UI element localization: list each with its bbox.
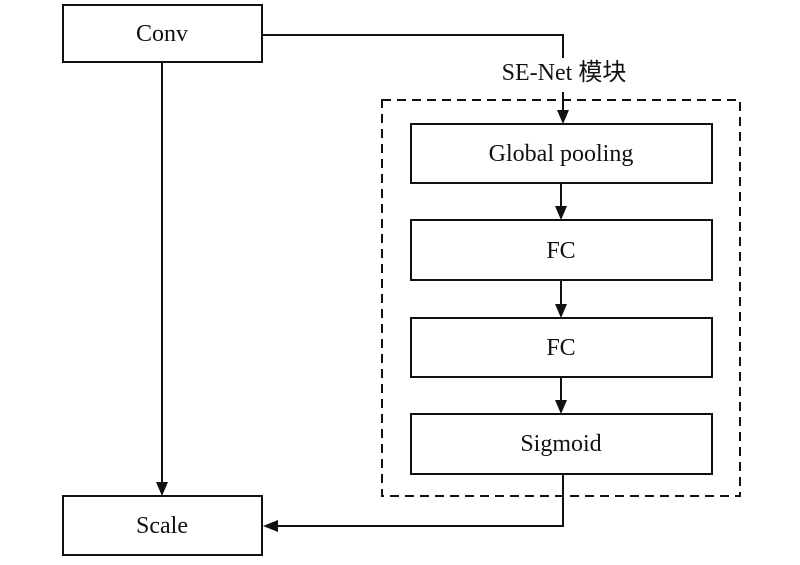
sigmoid-node: Sigmoid: [410, 413, 713, 475]
arrowhead-icon: [557, 110, 569, 124]
fc1-label: FC: [546, 238, 575, 264]
arrowhead-icon: [555, 304, 567, 318]
edge-fc2-to-sigmoid: [555, 377, 567, 414]
sigmoid-label: Sigmoid: [520, 431, 601, 457]
edge-fc1-to-fc2: [555, 280, 567, 318]
fc2-label: FC: [546, 335, 575, 361]
global-pooling-node: Global pooling: [410, 123, 713, 184]
fc1-node: FC: [410, 219, 713, 281]
arrowhead-icon: [156, 482, 168, 496]
edge-conv-to-scale: [156, 62, 168, 496]
se-net-module-frame: [381, 99, 741, 497]
se-net-module-label: SE-Net 模块: [502, 59, 627, 86]
conv-label: Conv: [136, 21, 188, 47]
edge-conv-to-global-pooling: [262, 34, 569, 124]
scale-label: Scale: [136, 513, 188, 539]
fc2-node: FC: [410, 317, 713, 378]
global-pooling-label: Global pooling: [489, 141, 634, 167]
scale-node: Scale: [62, 495, 263, 556]
arrowhead-icon: [263, 520, 278, 532]
edge-sigmoid-to-scale: [263, 474, 564, 532]
arrowhead-icon: [555, 206, 567, 220]
edge-global-pooling-to-fc1: [555, 183, 567, 220]
arrowhead-icon: [555, 400, 567, 414]
conv-node: Conv: [62, 4, 263, 63]
